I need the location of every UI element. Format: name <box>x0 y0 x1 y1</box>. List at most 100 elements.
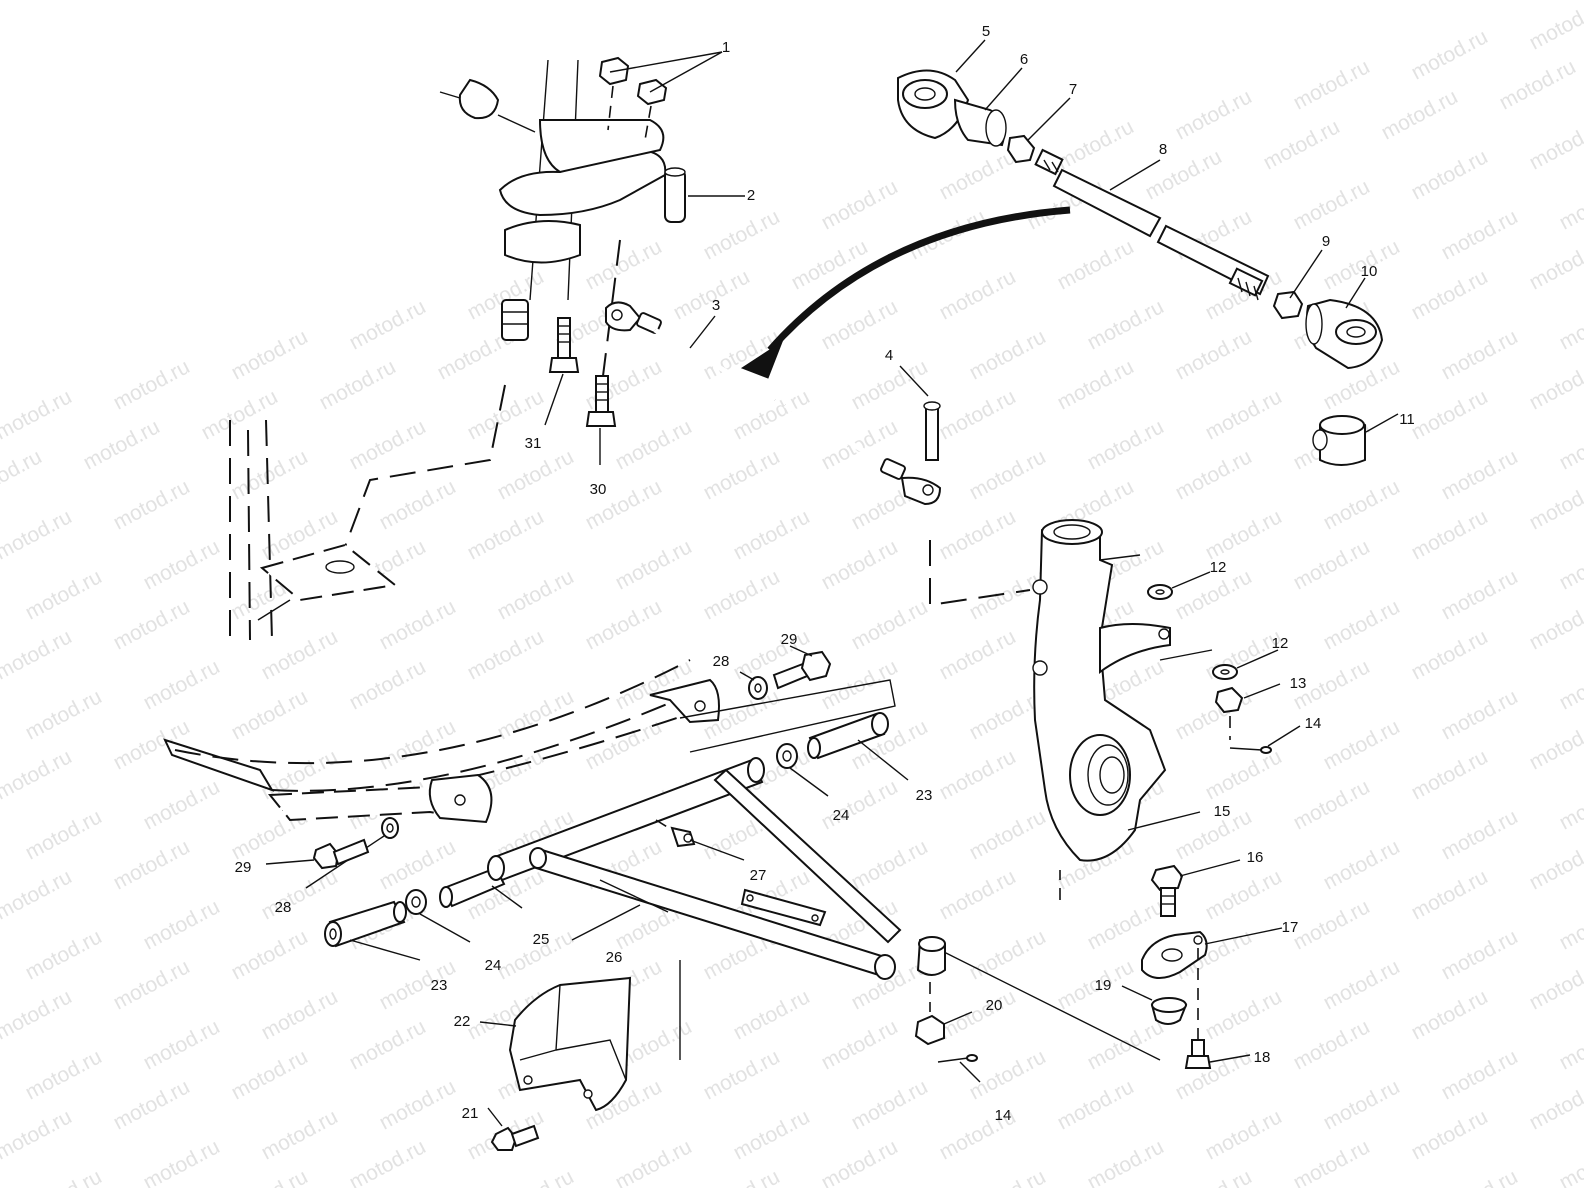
watermark-text: motod.ru <box>258 865 342 924</box>
watermark-text: motod.ru <box>1202 1105 1286 1164</box>
watermark-text: motod.ru <box>1142 145 1226 204</box>
watermark-text: motod.ru <box>1172 685 1256 744</box>
tie-rod-part-3 <box>605 301 942 506</box>
watermark-text: motod.ru <box>140 1135 224 1188</box>
watermark-text: motod.ru <box>0 505 76 564</box>
watermark-text: motod.ru <box>376 835 460 894</box>
indicator-arrow <box>740 206 1071 379</box>
watermark-text: motod.ru <box>464 625 548 684</box>
watermark-text: motod.ru <box>936 505 1020 564</box>
watermark-text: motod.ru <box>936 865 1020 924</box>
watermark-text: motod.ru <box>1408 505 1492 564</box>
watermark-text: motod.ru <box>1084 295 1168 354</box>
watermark-text: motod.ru <box>818 1135 902 1188</box>
watermark-text: motod.ru <box>258 625 342 684</box>
nut-part-13 <box>1214 683 1281 740</box>
callout-label: 23 <box>916 787 933 804</box>
tie-rod-end-part-10 <box>1305 277 1384 370</box>
callout-label: 9 <box>1322 233 1330 250</box>
watermark-text: motod.ru <box>936 265 1020 324</box>
watermark-text: motod.ru <box>730 505 814 564</box>
watermark-text: motod.ru <box>346 655 430 714</box>
watermark-text: motod.ru <box>966 925 1050 984</box>
watermark-text: motod.ru <box>1172 1165 1256 1188</box>
watermark-text: motod.ru <box>1438 805 1522 864</box>
callout-label: 2 <box>747 187 755 204</box>
callout-label: 20 <box>986 997 1003 1014</box>
watermark-text: motod.ru <box>730 1105 814 1164</box>
callout-label: 16 <box>1247 849 1264 866</box>
callout-label: 14 <box>995 1107 1012 1124</box>
callout-label: 17 <box>1282 919 1299 936</box>
callout-label: 5 <box>982 23 990 40</box>
washer-part-12b <box>1212 649 1279 680</box>
callout-label: 23 <box>431 977 448 994</box>
watermark-text: motod.ru <box>1526 115 1584 174</box>
watermark-text: motod.ru <box>110 475 194 534</box>
callout-label: 1 <box>722 39 730 56</box>
watermark-text: motod.ru <box>258 1105 342 1164</box>
watermark-text: motod.ru <box>1408 745 1492 804</box>
watermark-text: motod.ru <box>228 925 312 984</box>
callout-label: 3 <box>712 297 720 314</box>
watermark-text: motod.ru <box>346 1015 430 1074</box>
watermark-text: motod.ru <box>464 505 548 564</box>
watermark-text: motod.ru <box>1556 1135 1584 1188</box>
watermark-text: motod.ru <box>1556 775 1584 834</box>
callout-label: 11 <box>1399 411 1415 428</box>
watermark-text: motod.ru <box>1438 685 1522 744</box>
watermark-text: motod.ru <box>848 595 932 654</box>
watermark-text: motod.ru <box>730 985 814 1044</box>
callout-label: 7 <box>1069 81 1077 98</box>
watermark-text: motod.ru <box>936 145 1020 204</box>
watermark-text: motod.ru <box>818 175 902 234</box>
spindle-part-15 <box>929 519 1213 862</box>
watermark-text: motod.ru <box>1320 715 1404 774</box>
callout-label: 29 <box>781 631 798 648</box>
watermark-text: motod.ru <box>1320 595 1404 654</box>
bushing-part-2 <box>664 167 745 223</box>
watermark-text: motod.ru <box>1526 1075 1584 1134</box>
watermark-text: motod.ru <box>818 295 902 354</box>
watermark-text: motod.ru <box>494 565 578 624</box>
watermark-text: motod.ru <box>1290 175 1374 234</box>
watermark-text: motod.ru <box>22 565 106 624</box>
watermark-text: motod.ru <box>258 985 342 1044</box>
watermark-text: motod.ru <box>1526 0 1584 54</box>
pin-part-4 <box>899 365 941 461</box>
watermark-text: motod.ru <box>848 835 932 894</box>
watermark-text: motod.ru <box>1408 385 1492 444</box>
watermark-text: motod.ru <box>228 445 312 504</box>
watermark-text: motod.ru <box>1084 415 1168 474</box>
watermark-text: motod.ru <box>346 1135 430 1188</box>
bolt-part-31 <box>544 317 580 426</box>
cotter-pin-part-14-lower <box>937 1054 981 1083</box>
watermark-text: motod.ru <box>1202 985 1286 1044</box>
watermark-text: motod.ru <box>700 565 784 624</box>
watermark-text: motod.ru <box>140 1015 224 1074</box>
callout-label: 10 <box>1361 263 1378 280</box>
watermark-text: motod.ru <box>1290 775 1374 834</box>
washer-part-12 <box>1147 571 1211 600</box>
watermark-text: motod.ru <box>1526 235 1584 294</box>
watermark-text: motod.ru <box>228 685 312 744</box>
link-lines-15-19 <box>929 870 1161 1061</box>
bushing-part-24-upper <box>776 743 829 797</box>
callout-label: 6 <box>1020 51 1028 68</box>
frame-rail <box>163 659 896 824</box>
watermark-text: motod.ru <box>1556 535 1584 594</box>
watermark-text: motod.ru <box>376 1075 460 1134</box>
callout-label: 22 <box>454 1013 471 1030</box>
watermark-text: motod.ru <box>1438 205 1522 264</box>
watermark-text: motod.ru <box>22 1165 106 1188</box>
watermark-text: motod.ru <box>1526 595 1584 654</box>
watermark-text: motod.ru <box>1556 895 1584 954</box>
watermark-text: motod.ru <box>1084 1135 1168 1188</box>
steering-post <box>439 59 667 341</box>
watermark-text: motod.ru <box>198 385 282 444</box>
watermark-text: motod.ru <box>936 985 1020 1044</box>
bolt-part-30 <box>585 375 617 465</box>
watermark-text: motod.ru <box>110 955 194 1014</box>
